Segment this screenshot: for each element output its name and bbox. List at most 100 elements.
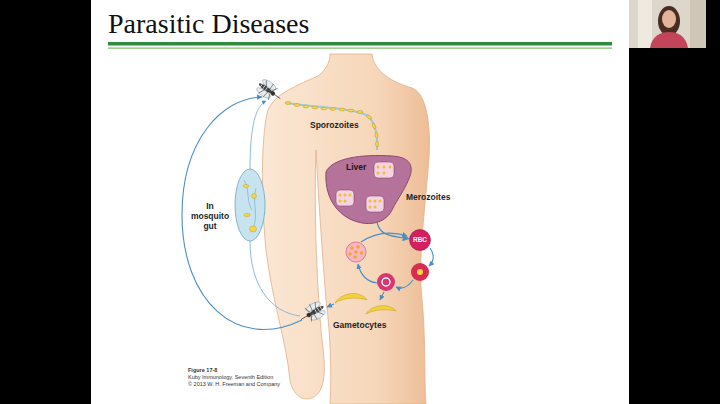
ring-stage [382,278,390,286]
stage-label: Sporozoites [310,121,359,131]
liver-outline [326,156,411,224]
parasite-dot [339,200,342,203]
title-rule [108,48,612,49]
oocyst [250,226,257,232]
sporozoite [294,104,300,107]
parasite-dot [377,166,380,169]
mosquito-legs [257,79,278,101]
sporozoite [366,114,372,120]
parasite-dot [369,200,372,203]
infected-hepatocyte [366,196,384,212]
cycle-arrow [429,248,433,266]
ring-stage-cell [377,273,395,291]
gametocyte [335,294,367,303]
mosquito [297,299,328,327]
mosquito-legs [303,301,324,323]
sporozoite [348,109,354,112]
trophozoite [417,269,423,275]
slide-background [91,0,629,404]
copyright-note: © 2013 W. H. Freeman and Company [188,381,280,388]
cycle-arrow [380,292,384,300]
merozoite-dot [353,255,357,259]
liver-organ: Liver [322,152,414,226]
infected-hepatocyte [336,190,354,206]
zygote [252,194,257,199]
merozoite-arrow [377,223,409,239]
transmission-line [250,101,266,169]
merozoite-dot [354,250,358,254]
sporozoite [376,141,379,147]
merozoite-dot [356,245,360,249]
parasite-dot [374,200,377,203]
sporozoite [321,107,327,110]
webcam-face [662,10,676,28]
parasite-dot [389,166,392,169]
sporozoite [312,106,318,109]
cycle-arrow [396,280,413,288]
human-body [262,54,429,404]
cell-outline [410,230,431,251]
webcam-shirt [650,32,688,48]
mosquito-head [306,312,312,318]
parasite-dot [383,172,386,175]
sporozoite [285,102,291,105]
parasite-dot [379,200,382,203]
slide-title: Parasitic Diseases [108,10,309,38]
mosquito-proboscis [301,316,307,320]
sporozoite [330,108,336,111]
parasite-dot [349,194,352,197]
mosquito-bands [260,84,267,91]
mosquito [254,77,285,106]
webcam-door [638,0,652,48]
blood-vessel [286,103,377,150]
ookinete [244,213,250,216]
organ-label: Liver [346,163,366,172]
merozoite-dot [348,252,352,256]
uptake-arrow [327,304,334,307]
parasite-dot [344,194,347,197]
mosquito-gut [235,169,265,241]
parasite-dot [383,166,386,169]
red-blood-cell: RBC [409,229,431,251]
schizont [346,242,366,262]
webcam-wall [629,0,706,48]
stage-label: In mosquito gut [188,202,232,231]
transmission-loop [182,97,302,330]
gut-structure [244,180,256,226]
sporozoite-chain [285,102,378,147]
mosquito-head [270,90,276,96]
stage-label: Merozoites [406,193,450,203]
title-rule [108,42,612,46]
figure-caption: Figure 17-8 [188,367,217,374]
parasite-dot [377,172,380,175]
merozoite-dot [360,251,364,255]
mosquito-bands [315,306,322,313]
cycle-arrow [358,264,377,283]
mosquito-proboscis [275,95,281,99]
trophozoite-cell [411,263,429,281]
cell-label: RBC [413,236,427,243]
sporozoite [375,132,378,138]
stage-label: Gametocytes [333,321,386,331]
webcam-shelf [690,0,706,48]
mosquito-body [309,305,325,317]
gametocyte [366,306,396,314]
parasite-dot [369,206,372,209]
sporozoite [339,108,345,111]
parasite-dot [339,194,342,197]
sporozoite [303,105,309,108]
transmission-line [250,241,300,316]
parasite-dot [374,206,377,209]
sporozoite [371,123,376,130]
source-note: Kuby Immunology, Seventh Edition [188,374,273,381]
webcam-inset [629,0,706,48]
erythrocytic-cycle [346,233,433,300]
gut-oval [235,169,265,241]
zygote [243,184,249,187]
liver-shape [322,152,414,226]
infected-hepatocyte [374,162,394,178]
sporozoite [357,111,363,114]
parasite-dot [344,200,347,203]
